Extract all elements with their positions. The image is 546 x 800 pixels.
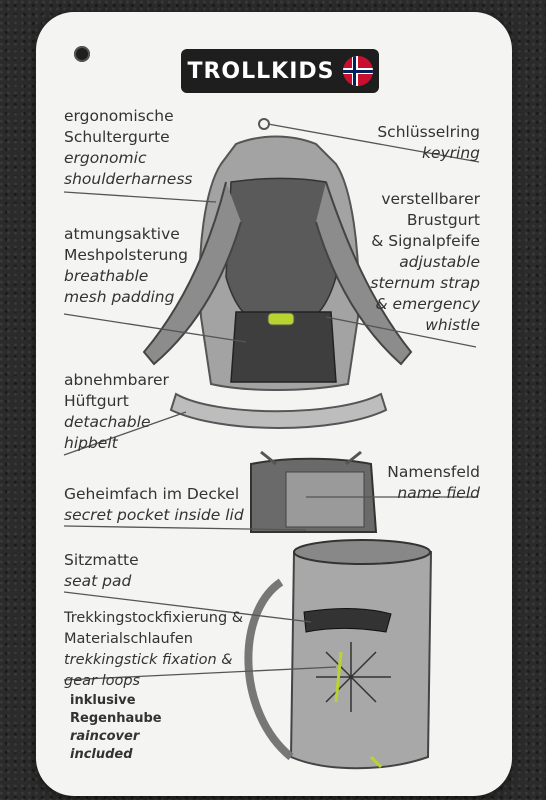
keyring-de: Schlüsselring [377,123,480,141]
hipbelt-en-2: hipbelt [64,434,118,452]
brand-logo: TROLLKIDS [181,49,379,93]
backpack-back-view [142,118,413,429]
label-keyring: Schlüsselring keyring [377,122,480,164]
backpack-illustrations [63,118,480,770]
hipbelt-de-1: abnehmbarer [64,371,169,389]
label-secret-pocket: Geheimfach im Deckel secret pocket insid… [64,484,244,526]
label-raincover: inklusive Regenhaube raincover included [70,692,162,764]
sternum-en-2: sternum strap [370,274,480,292]
trekking-de-2: Materialschlaufen [64,631,193,647]
label-trekking-fixation: Trekkingstockfixierung & Materialschlauf… [64,608,243,692]
sternum-en-3: & emergency [375,295,480,313]
mesh-en-2: mesh padding [64,288,175,306]
sternum-en-4: whistle [425,316,480,334]
sternum-de-2: Brustgurt [406,211,480,229]
tag-hole [74,46,90,62]
secret-de: Geheimfach im Deckel [64,485,240,503]
shoulder-en-2: shoulderharness [64,170,193,188]
label-seat-pad: Sitzmatte seat pad [64,550,139,592]
trekking-en-1: trekkingstick fixation & [64,652,233,668]
raincover-4: included [70,747,133,762]
trekking-de-1: Trekkingstockfixierung & [64,610,244,626]
label-name-field: Namensfeld name field [387,462,480,504]
backpack-open-view [244,450,433,770]
trekking-en-2: gear loops [64,673,141,689]
shoulder-de-2: Schultergurte [64,128,170,146]
label-mesh-padding: atmungsaktive Meshpolsterung breathable … [64,224,188,308]
leader-lines [63,123,480,681]
raincover-3: raincover [70,729,140,744]
norway-flag-icon [342,56,373,86]
mesh-de-2: Meshpolsterung [64,246,188,264]
hipbelt-en-1: detachable [64,413,151,431]
label-sternum-strap: verstellbarer Brustgurt & Signalpfeife a… [370,189,480,336]
label-hipbelt: abnehmbarer Hüftgurt detachable hipbelt [64,370,169,454]
mesh-de-1: atmungsaktive [64,225,180,243]
shoulder-en-1: ergonomic [64,149,147,167]
sternum-de-1: verstellbarer [381,190,480,208]
seat-de: Sitzmatte [64,551,139,569]
mesh-en-1: breathable [64,267,149,285]
shoulder-de-1: ergonomische [64,107,174,125]
secret-en: secret pocket inside lid [64,506,244,524]
hipbelt-de-2: Hüftgurt [64,392,129,410]
brand-name: TROLLKIDS [187,58,335,84]
keyring-en: keyring [421,144,480,162]
raincover-2: Regenhaube [70,711,162,726]
sternum-en-1: adjustable [399,253,480,271]
raincover-1: inklusive [70,693,136,708]
namefield-de: Namensfeld [387,463,480,481]
sternum-de-3: & Signalpfeife [371,232,480,250]
seat-en: seat pad [64,572,132,590]
label-shoulder-harness: ergonomische Schultergurte ergonomic sho… [64,106,192,190]
namefield-en: name field [397,484,480,502]
product-hang-tag: TROLLKIDS [36,12,512,796]
